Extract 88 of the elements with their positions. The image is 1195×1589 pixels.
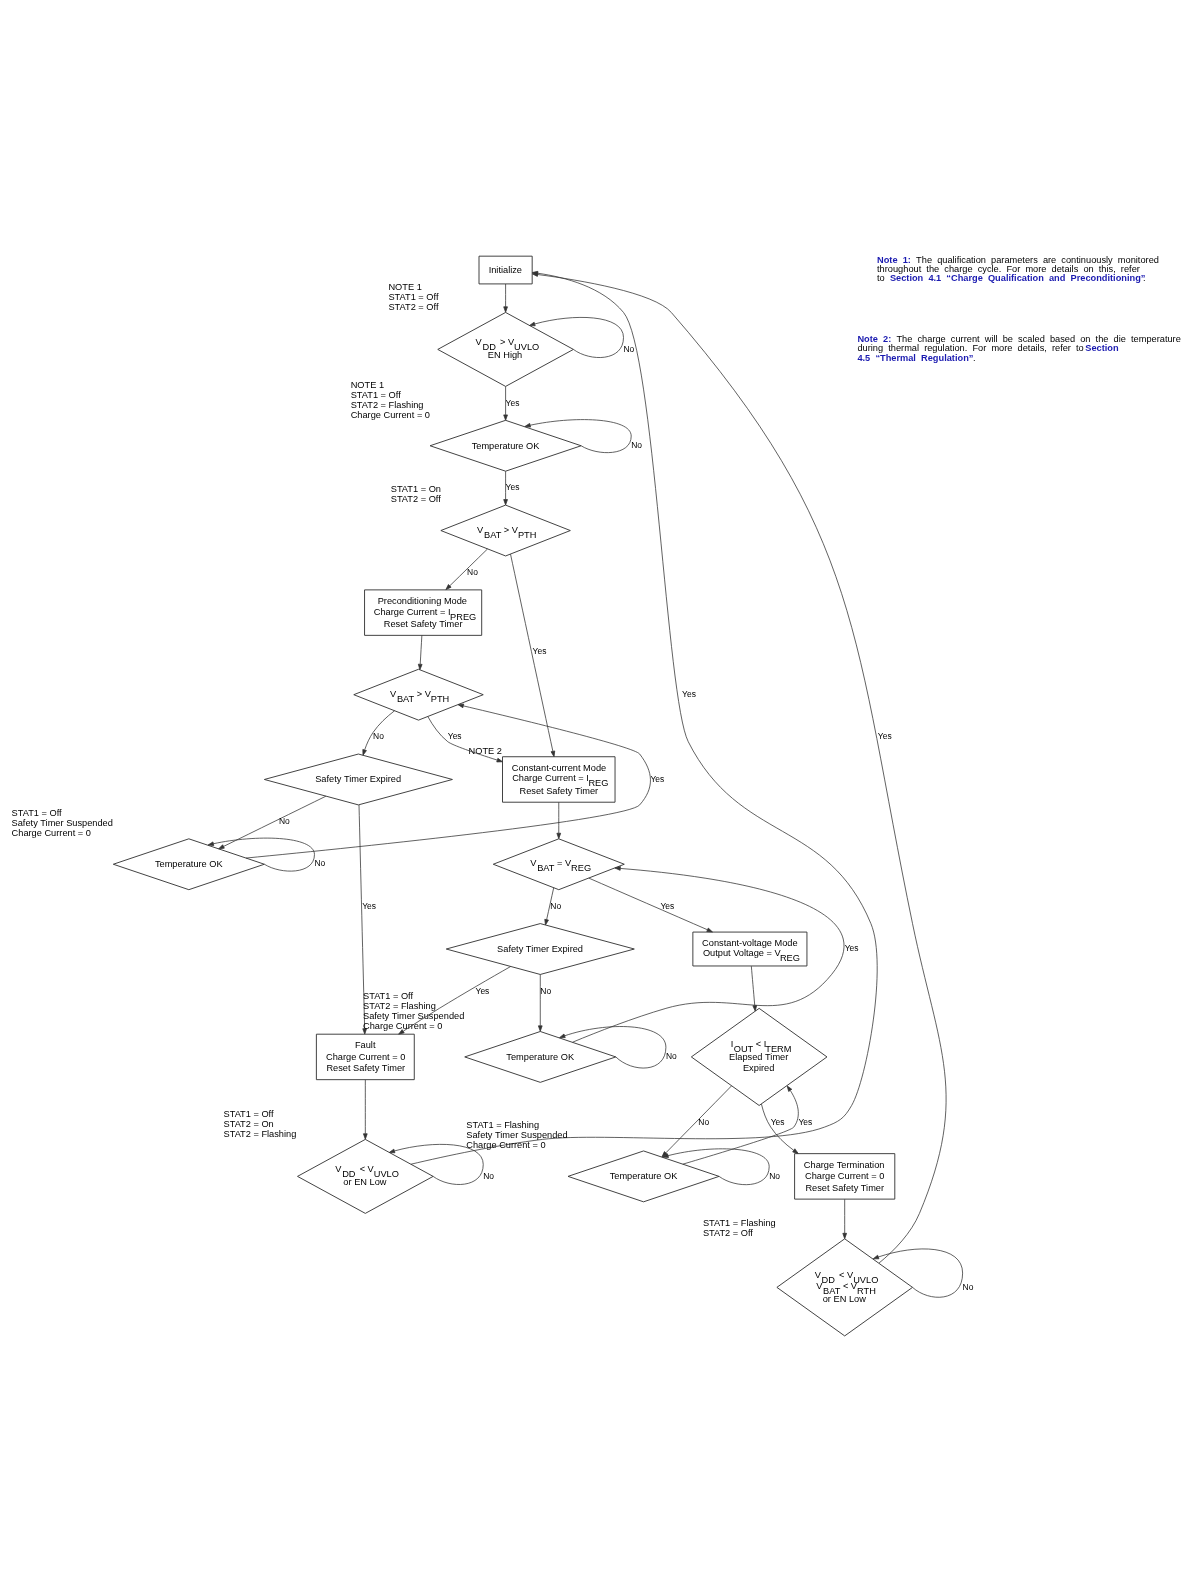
edge-label: No bbox=[279, 816, 290, 827]
edge-label: Yes bbox=[475, 985, 490, 996]
edge-label: Yes bbox=[505, 397, 520, 408]
arrow bbox=[417, 635, 423, 671]
arrow bbox=[245, 703, 651, 859]
edge-label: No bbox=[962, 1281, 974, 1292]
edge-label: Yes bbox=[877, 731, 892, 742]
label: Note 2: The charge current will be scaled based on the die temperature during thermal regulation. For more details, refer to Section 4.5 “Thermal Regulation”. bbox=[857, 334, 1181, 363]
edge-label: No bbox=[623, 343, 635, 354]
edge-label: Yes bbox=[660, 900, 675, 911]
node-label: STAT1 = Off bbox=[11, 808, 62, 819]
node-label: STAT2 = On bbox=[223, 1118, 274, 1129]
edge-label: No bbox=[314, 858, 326, 869]
node-label: NOTE 1 bbox=[388, 281, 422, 292]
node-label: Safety Timer Suspended bbox=[363, 1010, 465, 1021]
edge-label: Yes bbox=[505, 482, 520, 493]
edge-label: Yes bbox=[798, 1116, 813, 1127]
arrow bbox=[445, 548, 488, 590]
node-label: STAT2 = Off bbox=[702, 1228, 753, 1239]
arrow bbox=[559, 1026, 667, 1069]
arrow bbox=[358, 804, 367, 1035]
arrow bbox=[761, 1103, 799, 1154]
arrow bbox=[524, 419, 632, 454]
node-label: Charge Current = 0 bbox=[11, 828, 91, 839]
edge-label: Yes bbox=[447, 731, 462, 742]
edge-label: Yes bbox=[682, 688, 696, 699]
node-diamond: Safety Timer Expired bbox=[445, 923, 635, 975]
node-label: STAT2 = Off bbox=[390, 494, 441, 505]
arrow bbox=[538, 974, 543, 1032]
arrow bbox=[662, 1148, 770, 1186]
arrow bbox=[572, 866, 845, 1043]
node-label: STAT1 = Off bbox=[363, 990, 414, 1001]
edge-label: Yes bbox=[770, 1116, 785, 1127]
node-diamond: Safety Timer Expired bbox=[263, 753, 453, 806]
node-label: STAT1 = Flashing bbox=[702, 1218, 776, 1229]
node-label: STAT1 = Off bbox=[388, 291, 439, 302]
node-label: STAT1 = Flashing bbox=[466, 1120, 540, 1131]
edge-label: No bbox=[550, 900, 562, 911]
edge-label: Yes bbox=[362, 900, 377, 911]
arrow bbox=[207, 837, 315, 872]
arrow bbox=[750, 965, 758, 1012]
node-label: STAT1 = Off bbox=[223, 1108, 274, 1119]
edge-label: No bbox=[665, 1051, 677, 1062]
node-diamond: Temperature OK bbox=[429, 419, 582, 472]
node-label: NOTE 1 bbox=[350, 379, 385, 390]
node-label: Charge Current = 0 bbox=[350, 409, 430, 420]
arrow bbox=[503, 283, 508, 313]
node-box: Initialize bbox=[478, 255, 533, 285]
arrow bbox=[544, 887, 555, 926]
arrow bbox=[427, 716, 503, 763]
arrow bbox=[682, 1085, 799, 1165]
node-label: STAT2 = Flashing bbox=[223, 1128, 297, 1139]
arrow bbox=[388, 1144, 484, 1185]
arrow bbox=[503, 470, 508, 506]
arrow bbox=[510, 553, 556, 758]
arrow bbox=[218, 795, 327, 850]
arrow bbox=[362, 710, 395, 756]
edge-label: No bbox=[467, 567, 478, 578]
edge-label: No bbox=[540, 985, 552, 996]
node-label: STAT2 = Off bbox=[388, 301, 439, 312]
edge-label: Yes bbox=[650, 773, 665, 784]
node-label: STAT1 = Off bbox=[350, 389, 401, 400]
node-label: STAT1 = On bbox=[390, 484, 441, 495]
node-label: Safety Timer Suspended bbox=[466, 1130, 568, 1141]
edge-label: No bbox=[698, 1116, 710, 1127]
node-box: Charge Termination Charge Current = 0 Reset Safety Timer bbox=[794, 1153, 896, 1200]
label: Note 1: The qualification parameters are continuously monitored throughout the charge cycle. For more details on this, refer to Section 4.1 “Charge Qualification and Preconditioning”. bbox=[877, 254, 1159, 284]
edge-label: No bbox=[631, 439, 643, 450]
edge-label: No bbox=[483, 1170, 495, 1181]
arrow bbox=[842, 1198, 847, 1240]
node-label: STAT2 = Flashing bbox=[363, 1000, 436, 1011]
arrow bbox=[661, 1085, 732, 1158]
arrow bbox=[398, 966, 512, 1035]
arrow bbox=[556, 801, 562, 840]
node-label: STAT2 = Flashing bbox=[350, 399, 424, 410]
arrow bbox=[363, 1079, 368, 1140]
arrow bbox=[529, 317, 624, 358]
arrow bbox=[872, 1248, 963, 1298]
edge-label: Yes bbox=[532, 646, 547, 657]
node-label: Charge Current = 0 bbox=[466, 1140, 546, 1151]
node-label: NOTE 2 bbox=[468, 746, 502, 757]
edge-label: No bbox=[373, 731, 384, 742]
node-box: Fault Charge Current = 0 Reset Safety Timer bbox=[315, 1033, 415, 1081]
node-label: Safety Timer Suspended bbox=[11, 818, 113, 829]
arrow bbox=[503, 386, 508, 421]
edge-label: Yes bbox=[844, 943, 859, 954]
arrow bbox=[588, 877, 713, 933]
edge-label: No bbox=[769, 1170, 780, 1181]
